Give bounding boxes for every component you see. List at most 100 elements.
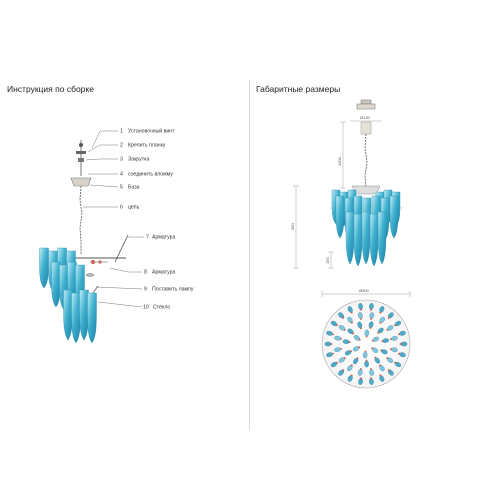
plan-accent-dot xyxy=(342,369,345,371)
callout-1-label: Установочный винт xyxy=(128,128,175,135)
assembly-chandelier xyxy=(42,140,129,301)
glass-drop xyxy=(369,213,379,267)
plan-drop xyxy=(362,351,368,359)
plan-accent-dot xyxy=(394,324,396,327)
callout-10-label: Стекло xyxy=(153,305,170,311)
callout-6: 6 цепь xyxy=(83,205,140,211)
plan-accent-dot xyxy=(370,368,372,370)
callout-4-number: 4 xyxy=(120,172,123,178)
assembly-instructions-title: Инструкция по сборке xyxy=(7,84,94,94)
plan-accent-dot xyxy=(380,349,383,352)
callout-3-number: 3 xyxy=(120,157,123,163)
plan-accent-dot xyxy=(336,324,338,327)
callout-4-label: соединить вломму xyxy=(128,172,173,178)
plan-accent-dot xyxy=(348,341,351,343)
plan-drop xyxy=(324,341,332,347)
callout-2: 2 Крепить планку xyxy=(87,143,166,153)
plan-accent-dot xyxy=(387,317,390,319)
canopy-diameter-label: Ø120 xyxy=(360,115,371,120)
callout-5-label: База xyxy=(128,185,140,191)
plan-accent-dot xyxy=(340,338,342,340)
plan-accent-dot xyxy=(351,321,353,324)
plan-view-drops xyxy=(324,303,408,385)
plan-accent-dot xyxy=(350,374,353,377)
plan-accent-dot xyxy=(358,346,361,349)
plan-accent-dot xyxy=(330,343,333,345)
glass-drop xyxy=(71,292,81,344)
plan-accent-dot xyxy=(332,352,334,355)
panel-divider xyxy=(249,80,250,430)
overall-diameter-label: Ø500 xyxy=(359,288,370,293)
plan-accent-dot xyxy=(336,361,338,364)
glass-drop xyxy=(335,195,345,239)
plan-accent-dot xyxy=(343,328,346,331)
plan-accent-dot xyxy=(379,374,382,377)
plan-accent-dot xyxy=(370,377,372,379)
plan-accent-dot xyxy=(360,327,362,330)
glass-drop xyxy=(361,211,371,265)
callout-7: 7 Арматура xyxy=(128,235,176,241)
plan-accent-dot xyxy=(386,329,389,331)
plan-accent-dot xyxy=(342,317,345,319)
callout-1: 1 Установочный винт xyxy=(91,128,175,149)
callout-10: 10 Стекло xyxy=(97,301,170,311)
callout-9-label: Поставить лампу xyxy=(152,287,194,293)
plan-accent-dot xyxy=(390,348,392,350)
plan-accent-dot xyxy=(387,369,390,371)
plan-accent-dot xyxy=(371,339,374,342)
plan-view: Ø500 xyxy=(321,288,411,389)
plan-drop xyxy=(400,341,408,347)
plan-accent-dot xyxy=(358,338,361,341)
glass-drop xyxy=(389,195,399,239)
plan-accent-dot xyxy=(398,352,400,355)
callout-2-number: 2 xyxy=(120,143,123,149)
tier-height-label: 150 xyxy=(325,257,330,264)
plan-accent-dot xyxy=(377,331,380,334)
plan-accent-dot xyxy=(364,350,367,353)
plan-accent-dot xyxy=(350,364,353,367)
callout-9: 9 Поставить лампу xyxy=(95,287,194,293)
plan-accent-dot xyxy=(379,311,382,314)
plan-accent-dot xyxy=(398,333,400,336)
glass-drop xyxy=(51,261,61,308)
plan-accent-dot xyxy=(369,327,372,329)
plan-accent-dot xyxy=(332,333,334,336)
dimensions-title: Габаритные размеры xyxy=(256,84,341,94)
plan-accent-dot xyxy=(394,361,396,364)
plan-accent-dot xyxy=(399,343,402,345)
plan-accent-dot xyxy=(386,357,389,360)
chain-length-label: 1000 xyxy=(337,156,342,166)
callout-3: 3 Закрутка xyxy=(85,157,149,163)
plan-accent-dot xyxy=(360,309,362,311)
callout-8: 8 Арматура xyxy=(109,267,176,276)
glass-drops-left xyxy=(39,247,97,344)
dimension-chandelier: Ø120 1000 580 150 xyxy=(290,99,402,269)
plan-accent-dot xyxy=(350,350,353,353)
callout-1-number: 1 xyxy=(120,129,123,135)
glass-drop xyxy=(353,213,363,267)
glass-drop xyxy=(79,289,89,341)
callout-list: 1 Установочный винт 2 Крепить планку 3 З… xyxy=(83,128,194,311)
callout-8-number: 8 xyxy=(144,270,147,276)
plan-accent-dot xyxy=(371,347,374,350)
glass-drop xyxy=(377,211,387,265)
callout-7-number: 7 xyxy=(146,235,149,241)
plan-accent-dot xyxy=(352,332,355,335)
glass-drops-right xyxy=(331,189,401,267)
callout-2-label: Крепить планку xyxy=(128,143,166,149)
callout-9-number: 9 xyxy=(144,287,147,293)
callout-3-label: Закрутка xyxy=(128,157,149,163)
plan-accent-dot xyxy=(379,364,381,367)
callout-6-label: цепь xyxy=(128,205,140,211)
plan-drop xyxy=(364,329,370,337)
glass-drop xyxy=(63,289,73,341)
plan-drop xyxy=(364,360,369,368)
glass-drop xyxy=(87,292,97,344)
glass-drop xyxy=(345,211,355,265)
plan-accent-dot xyxy=(350,311,353,314)
plan-accent-dot xyxy=(374,356,377,359)
callout-10-number: 10 xyxy=(143,305,149,311)
plan-accent-dot xyxy=(340,348,342,350)
plan-accent-dot xyxy=(360,368,362,370)
callout-8-label: Арматура xyxy=(152,270,176,276)
